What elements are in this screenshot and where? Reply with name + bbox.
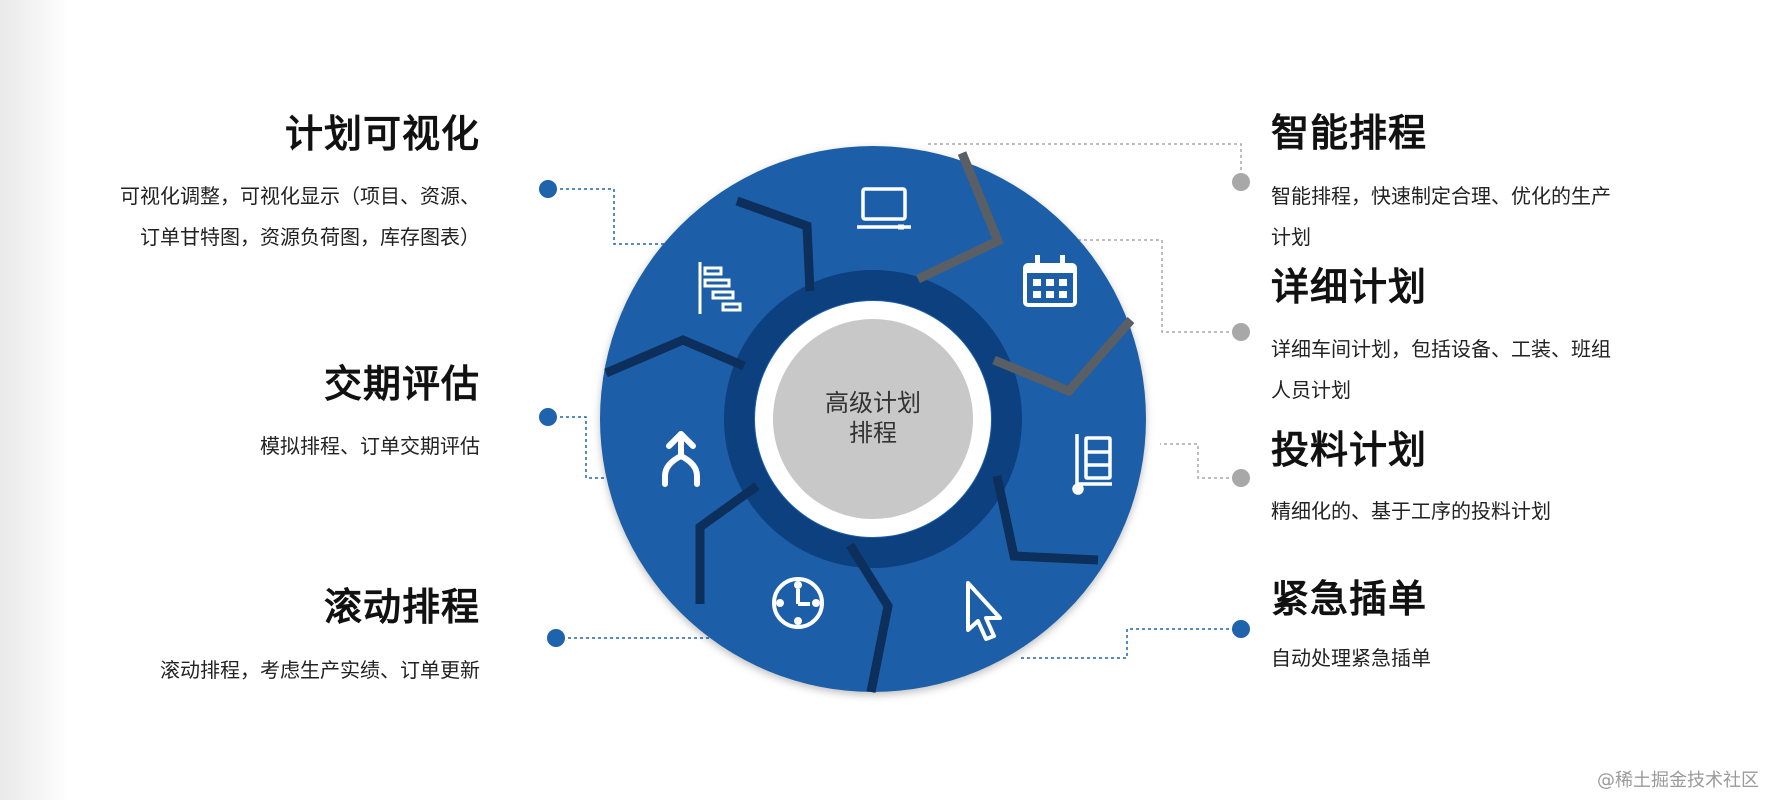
feature-desc-rolling-line1: 滚动排程，考虑生产实绩、订单更新 <box>160 658 480 682</box>
separator-2 <box>916 151 1004 284</box>
center-circle <box>773 319 973 519</box>
feature-desc-smart-line2: 计划 <box>1271 225 1311 249</box>
separator-6 <box>695 482 760 604</box>
feature-desc-visualization: 可视化调整，可视化显示（项目、资源、 订单甘特图，资源负荷图，库存图表） <box>120 176 480 258</box>
connector-material <box>1160 443 1241 479</box>
feature-desc-material: 精细化的、基于工序的投料计划 <box>1271 491 1551 532</box>
ring-inner-band <box>724 270 1022 568</box>
feature-title-smart: 智能排程 <box>1271 111 1428 155</box>
watermark: @稀土掘金技术社区 <box>1597 770 1759 791</box>
feature-desc-detailed: 详细车间计划，包括设备、工装、班组 人员计划 <box>1271 329 1611 411</box>
separator-7 <box>604 335 746 378</box>
feature-title-urgent: 紧急插单 <box>1271 577 1428 621</box>
feature-title-detailed: 详细计划 <box>1271 265 1428 309</box>
calendar-icon <box>1023 255 1077 307</box>
connector-dot-rolling <box>547 629 565 647</box>
feature-desc-urgent-line1: 自动处理紧急插单 <box>1271 646 1431 670</box>
connector-urgent <box>1020 628 1241 659</box>
feature-desc-visualization-line2: 订单甘特图，资源负荷图，库存图表） <box>140 225 480 249</box>
connector-dot-visualization <box>539 180 557 198</box>
connector-detailed <box>1070 239 1241 333</box>
separator-3 <box>992 317 1135 397</box>
feature-title-visualization: 计划可视化 <box>284 112 480 156</box>
connector-dot-urgent <box>1232 620 1250 638</box>
connector-visualization <box>548 188 670 245</box>
material-list-icon <box>1072 434 1112 495</box>
connector-smart <box>925 143 1242 182</box>
monitor-icon <box>857 187 911 230</box>
feature-desc-rolling: 滚动排程，考虑生产实绩、订单更新 <box>160 650 480 691</box>
feature-desc-delivery-line1: 模拟排程、订单交期评估 <box>260 434 480 458</box>
feature-desc-detailed-line1: 详细车间计划，包括设备、工装、班组 <box>1271 337 1611 361</box>
cursor-icon <box>966 581 1002 641</box>
clock-icon <box>772 577 824 629</box>
feature-desc-smart: 智能排程，快速制定合理、优化的生产 计划 <box>1271 176 1611 258</box>
feature-desc-visualization-line1: 可视化调整，可视化显示（项目、资源、 <box>120 184 480 208</box>
merge-arrow-icon <box>662 431 700 487</box>
separator-1 <box>735 196 815 292</box>
connector-delivery <box>548 416 622 479</box>
separator-4 <box>992 475 1099 565</box>
connector-dot-detailed <box>1232 323 1250 341</box>
gantt-icon <box>698 262 742 314</box>
connector-dots <box>539 173 1250 647</box>
feature-title-material: 投料计划 <box>1271 428 1428 472</box>
connector-dot-material <box>1232 469 1250 487</box>
feature-title-delivery: 交期评估 <box>323 362 480 406</box>
separator-5 <box>846 542 893 693</box>
connector-dot-smart <box>1232 173 1250 191</box>
feature-desc-detailed-line2: 人员计划 <box>1271 378 1351 402</box>
feature-title-rolling: 滚动排程 <box>323 585 480 629</box>
left-edge-shadow <box>0 0 70 800</box>
feature-desc-urgent: 自动处理紧急插单 <box>1271 638 1431 679</box>
connector-dot-delivery <box>539 408 557 426</box>
feature-desc-smart-line1: 智能排程，快速制定合理、优化的生产 <box>1271 184 1611 208</box>
connector-lines <box>548 143 1242 659</box>
center-label-line1: 高级计划 <box>825 389 921 417</box>
segment-separators <box>604 151 1135 693</box>
feature-desc-delivery: 模拟排程、订单交期评估 <box>260 426 480 467</box>
center-label-line2: 排程 <box>849 419 897 447</box>
feature-desc-material-line1: 精细化的、基于工序的投料计划 <box>1271 499 1551 523</box>
